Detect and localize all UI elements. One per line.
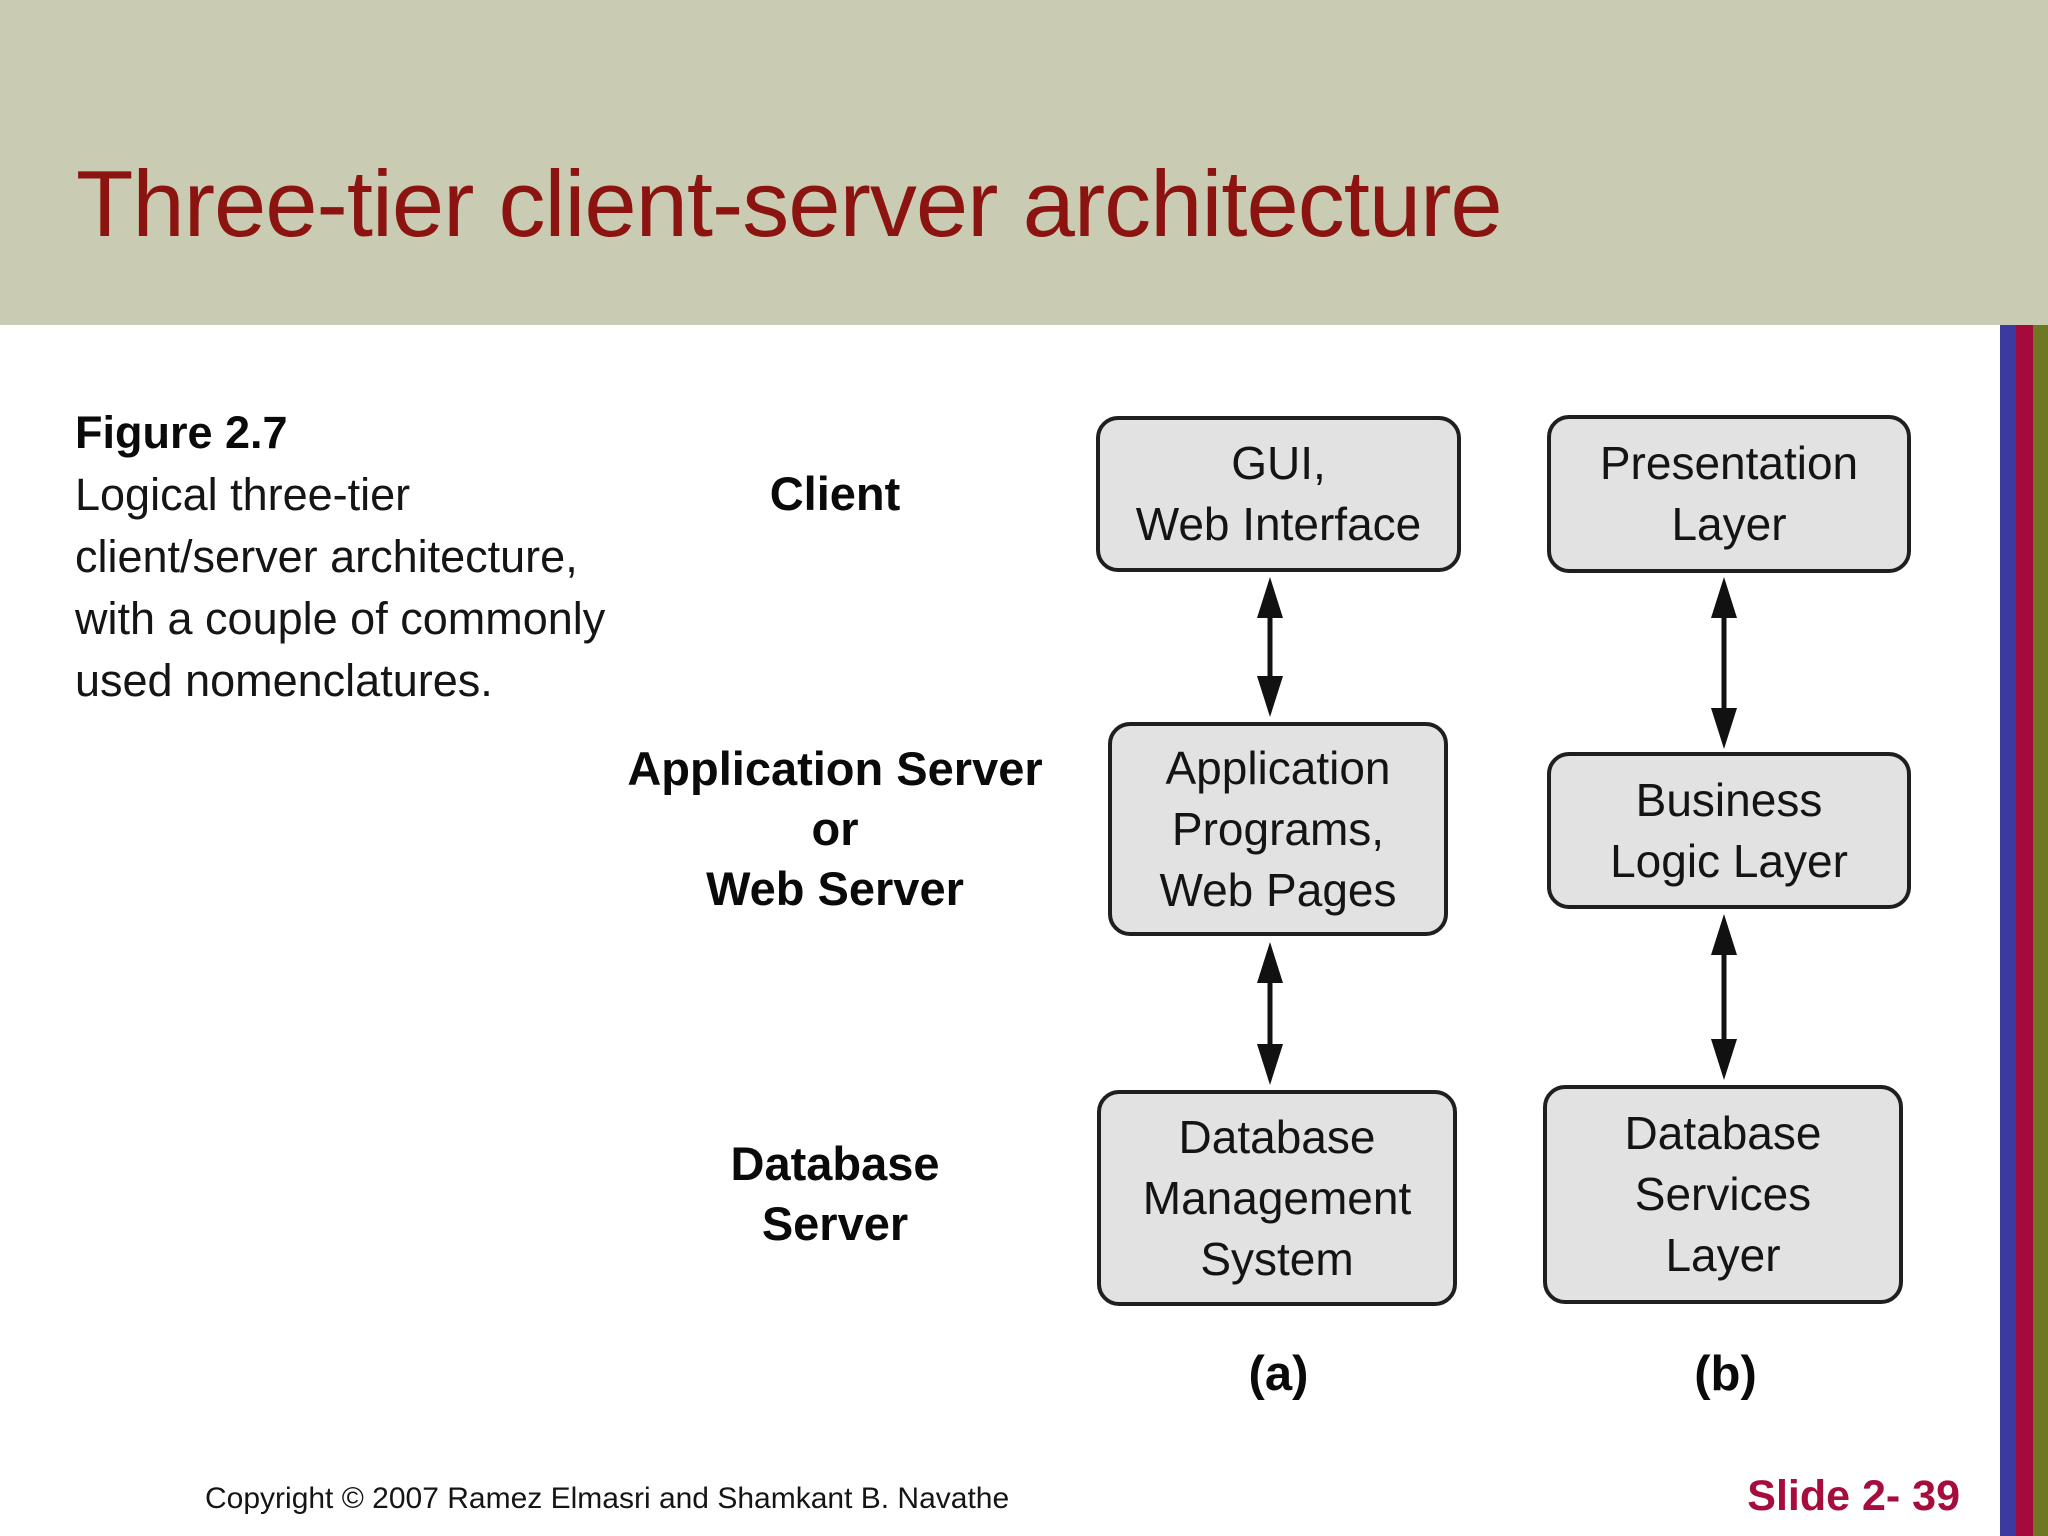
column-label-b: (b) [1694,1347,1757,1401]
diagram-box-database-services-layer: Database Services Layer [1543,1085,1903,1304]
box-text-line: Management [1142,1171,1412,1224]
box-text-line: Database [1624,1107,1822,1159]
footer-slide-number: Slide 2- 39 [1747,1472,1960,1520]
diagram-box-application-programs: Application Programs, Web Pages [1108,722,1448,936]
box-text-line: System [1200,1232,1354,1285]
diagram-box-database-management-system: Database Management System [1097,1090,1457,1306]
box-text-line: Layer [1665,1229,1781,1281]
figure-caption-line: used nomenclatures. [75,655,493,706]
row-label-client: Client [600,416,1070,572]
box-text-line: Layer [1671,498,1787,550]
vertical-double-arrow-icon [1711,577,1737,749]
accent-stripe-maroon [2016,325,2033,1536]
box-text-line: Presentation [1599,437,1859,489]
accent-stripe-olive [2033,325,2048,1536]
accent-stripe-blue [2000,325,2016,1536]
box-text-line: GUI, [1231,437,1326,489]
row-label-line: Web Server [706,862,964,915]
diagram-box-gui-web-interface: GUI, Web Interface [1096,416,1461,572]
figure-caption-line: with a couple of commonly [75,593,606,644]
vertical-double-arrow-icon [1257,577,1283,717]
box-text-line: Web Pages [1159,863,1397,916]
vertical-double-arrow-icon [1711,914,1737,1080]
row-label-line: or [811,802,859,855]
row-label-line: Server [761,1197,909,1250]
row-label-database-server: Database Server [600,1085,1070,1303]
figure-caption: Figure 2.7 Logical three-tier client/ser… [75,402,675,712]
box-text-line: Database [1178,1110,1376,1163]
vertical-double-arrow-icon [1257,942,1283,1085]
row-label-line: Client [769,467,901,520]
box-text-line: Application [1165,741,1391,794]
box-text-line: Web Interface [1135,498,1422,550]
box-text-line: Business [1635,773,1823,826]
page-title: Three-tier client-server architecture [76,151,1503,256]
column-label-a: (a) [1248,1347,1309,1401]
figure-caption-line: client/server architecture, [75,531,578,582]
diagram-box-business-logic-layer: Business Logic Layer [1547,752,1911,909]
box-text-line: Services [1634,1168,1812,1220]
footer-copyright: Copyright © 2007 Ramez Elmasri and Shamk… [205,1482,1010,1515]
slide-header: Three-tier client-server architecture [0,0,2048,325]
row-label-application-server: Application Server or Web Server [600,722,1070,936]
box-text-line: Logic Layer [1610,834,1848,887]
figure-caption-heading: Figure 2.7 [75,407,288,458]
row-label-line: Application Server [627,742,1043,795]
row-label-line: Database [730,1137,940,1190]
box-text-line: Programs, [1171,802,1385,855]
diagram-box-presentation-layer: Presentation Layer [1547,415,1911,573]
figure-caption-line: Logical three-tier [75,469,411,520]
